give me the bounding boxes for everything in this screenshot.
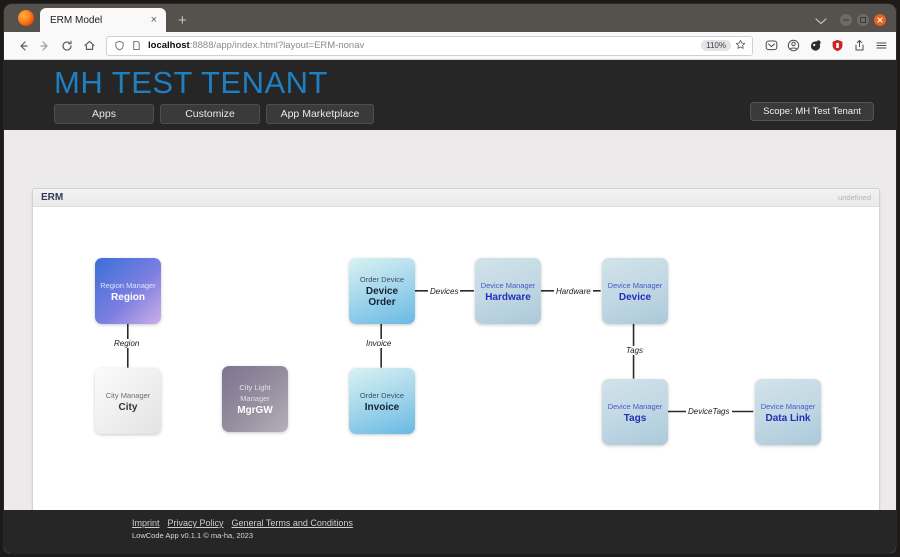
browser-tab[interactable]: ERM Model × xyxy=(40,8,166,32)
footer-link-imprint[interactable]: Imprint xyxy=(132,518,160,528)
erm-node-subtitle: Region Manager xyxy=(100,280,156,290)
footer-links: Imprint Privacy Policy General Terms and… xyxy=(132,518,896,528)
back-button[interactable] xyxy=(12,35,34,57)
erm-node-subtitle: Order Device xyxy=(359,275,405,284)
erm-node-subtitle: Device Manager xyxy=(480,280,536,290)
maximize-window-button[interactable] xyxy=(857,14,869,26)
forward-button[interactable] xyxy=(34,35,56,57)
window-controls xyxy=(840,14,886,26)
navigation-toolbar: localhost:8888/app/index.html?layout=ERM… xyxy=(4,32,896,60)
firefox-logo-icon xyxy=(18,10,34,26)
erm-edge-label-order-hardware: Devices xyxy=(428,287,461,296)
app-nav-tabs: Apps Customize App Marketplace xyxy=(54,104,896,124)
erm-panel-header: ERM undefined xyxy=(33,189,879,207)
new-tab-button[interactable]: + xyxy=(178,12,187,29)
erm-node-name: Tags xyxy=(623,412,647,424)
erm-node-name: MgrGW xyxy=(237,405,273,416)
ublock-shield-icon[interactable] xyxy=(831,39,844,52)
shield-tracking-icon[interactable] xyxy=(114,40,125,51)
tab-app-marketplace[interactable]: App Marketplace xyxy=(266,104,374,124)
erm-edge-label-tags-datalink: DeviceTags xyxy=(686,407,732,416)
erm-node-name: Hardware xyxy=(485,291,531,303)
erm-node-subtitle: Device Manager xyxy=(607,280,663,290)
erm-edge-label-order-invoice: Invoice xyxy=(364,339,394,348)
erm-edge-label-hardware-device: Hardware xyxy=(554,287,593,296)
erm-node-subtitle: City Manager xyxy=(105,390,151,400)
close-window-button[interactable] xyxy=(874,14,886,26)
reload-button[interactable] xyxy=(56,35,78,57)
home-button[interactable] xyxy=(78,35,100,57)
erm-node-name: Device Order xyxy=(365,286,399,308)
footer-copyright: LowCode App v0.1.1 © ma-ha, 2023 xyxy=(132,531,254,540)
tab-strip: ERM Model × + xyxy=(4,4,896,32)
tab-title: ERM Model xyxy=(50,14,103,26)
erm-edge-label-region-city: Region xyxy=(112,339,142,348)
account-icon[interactable] xyxy=(787,39,800,52)
footer-link-privacy-policy[interactable]: Privacy Policy xyxy=(167,518,224,528)
scope-badge[interactable]: Scope: MH Test Tenant xyxy=(750,102,874,121)
tab-customize[interactable]: Customize xyxy=(160,104,260,124)
page-info-icon[interactable] xyxy=(131,40,142,51)
pocket-icon[interactable] xyxy=(765,39,778,52)
footer-link-terms[interactable]: General Terms and Conditions xyxy=(231,518,353,528)
erm-node-subtitle: Device Manager xyxy=(760,401,816,411)
browser-window: ERM Model × + xyxy=(4,4,896,553)
bookmark-star-icon[interactable] xyxy=(735,39,746,53)
erm-panel-status: undefined xyxy=(838,193,871,202)
erm-panel-title: ERM xyxy=(41,192,64,203)
erm-node-name: City xyxy=(118,401,138,413)
hamburger-menu-icon[interactable] xyxy=(875,39,888,52)
extension-dark-icon[interactable] xyxy=(809,39,822,52)
erm-node-name: Region xyxy=(111,291,145,303)
close-tab-icon[interactable]: × xyxy=(150,13,157,26)
save-to-device-icon[interactable] xyxy=(853,39,866,52)
erm-node-name: Data Link xyxy=(765,412,811,424)
app-header: MH TEST TENANT Apps Customize App Market… xyxy=(4,60,896,130)
toolbar-extension-icons xyxy=(759,39,888,52)
erm-node-name: Device xyxy=(618,291,652,303)
erm-node-name: Invoice xyxy=(364,401,400,413)
url-text[interactable]: localhost:8888/app/index.html?layout=ERM… xyxy=(148,40,365,51)
tab-apps[interactable]: Apps xyxy=(54,104,154,124)
app-footer: Imprint Privacy Policy General Terms and… xyxy=(4,510,896,553)
url-bar[interactable]: localhost:8888/app/index.html?layout=ERM… xyxy=(106,35,753,56)
erm-node-subtitle: Order Device xyxy=(359,390,405,400)
erm-node-subtitle: City Light Manager xyxy=(239,383,271,403)
erm-node-subtitle: Device Manager xyxy=(607,401,663,411)
minimize-window-button[interactable] xyxy=(840,14,852,26)
erm-edge-label-device-tags: Tags xyxy=(624,346,646,355)
page-content: MH TEST TENANT Apps Customize App Market… xyxy=(4,60,896,553)
chevron-down-icon[interactable] xyxy=(814,16,828,26)
page-title: MH TEST TENANT xyxy=(54,65,328,100)
zoom-level-badge[interactable]: 110% xyxy=(701,40,731,51)
